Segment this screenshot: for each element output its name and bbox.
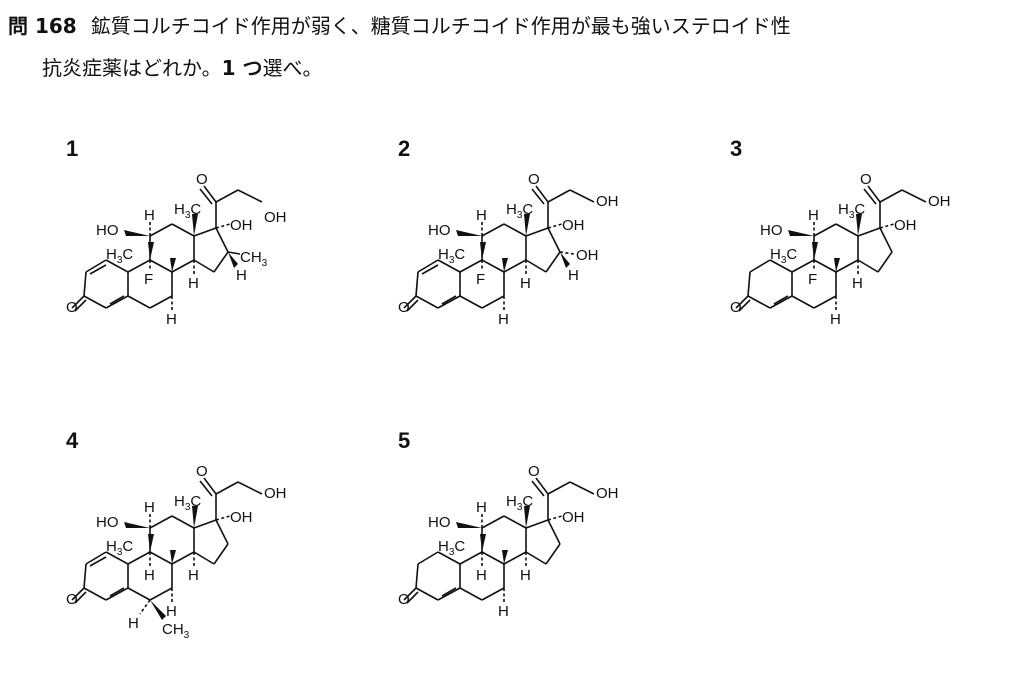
- svg-text:H: H: [808, 207, 819, 224]
- svg-text:H3C: H3C: [506, 201, 533, 221]
- svg-text:H: H: [166, 311, 177, 328]
- svg-text:H: H: [476, 499, 487, 516]
- choice-label: 3: [730, 136, 743, 161]
- svg-text:F: F: [808, 271, 817, 288]
- svg-text:H3C: H3C: [770, 246, 797, 266]
- svg-text:CH3: CH3: [162, 621, 190, 641]
- svg-text:HO: HO: [428, 514, 451, 531]
- svg-text:F: F: [144, 271, 153, 288]
- svg-text:H: H: [852, 275, 863, 292]
- svg-text:H: H: [498, 603, 509, 620]
- choice-2[interactable]: 2: [398, 136, 698, 376]
- svg-text:OH: OH: [562, 217, 585, 234]
- choice-label: 2: [398, 136, 411, 161]
- svg-text:OH: OH: [928, 193, 951, 210]
- svg-text:O: O: [398, 299, 410, 316]
- steroid-structure-3: O OH O OH HO H F H H H3C H3C: [730, 171, 951, 328]
- choice-3[interactable]: 3 O: [730, 136, 1024, 376]
- svg-text:O: O: [860, 171, 872, 188]
- question-text-2b: 1 つ: [221, 56, 263, 80]
- svg-text:H: H: [236, 267, 247, 284]
- svg-text:H: H: [830, 311, 841, 328]
- svg-text:H: H: [144, 499, 155, 516]
- steroid-structure-4: O OH O OH HO H H H H H CH3 H3C H3C: [66, 463, 287, 641]
- svg-text:H3C: H3C: [438, 538, 465, 558]
- svg-text:OH: OH: [894, 217, 917, 234]
- svg-text:OH: OH: [230, 217, 253, 234]
- question-line-1: 問 168 鉱質コルチコイド作用が弱く、糖質コルチコイド作用が最も強いステロイド性: [8, 10, 1008, 42]
- question-text-2c: 選べ。: [262, 56, 323, 80]
- svg-text:OH: OH: [576, 247, 599, 264]
- svg-text:O: O: [66, 591, 78, 608]
- svg-text:H: H: [128, 615, 139, 632]
- question-line-2: 抗炎症薬はどれか。1 つ選べ。: [42, 52, 323, 84]
- svg-text:H3C: H3C: [506, 493, 533, 513]
- choice-5[interactable]: 5 O: [398, 428, 698, 668]
- svg-text:HO: HO: [760, 222, 783, 239]
- svg-text:H3C: H3C: [174, 201, 201, 221]
- svg-text:H: H: [476, 207, 487, 224]
- svg-text:H: H: [520, 567, 531, 584]
- steroid-structure-2: O OH O OH OH HO H F H H H H3C H3C: [398, 171, 619, 328]
- svg-text:HO: HO: [96, 514, 119, 531]
- svg-text:OH: OH: [596, 193, 619, 210]
- svg-text:O: O: [730, 299, 742, 316]
- svg-text:O: O: [196, 171, 208, 188]
- svg-text:OH: OH: [264, 485, 287, 502]
- svg-text:H3C: H3C: [106, 246, 133, 266]
- choice-label: 1: [66, 136, 79, 161]
- svg-text:CH3: CH3: [240, 249, 268, 269]
- svg-text:H: H: [188, 275, 199, 292]
- svg-text:OH: OH: [596, 485, 619, 502]
- steroid-structure-1: O OH O OH HO H F H H H3C H3C CH3 H: [66, 171, 287, 328]
- double-bond-1-2: [89, 264, 107, 275]
- svg-text:F: F: [476, 271, 485, 288]
- svg-text:H: H: [568, 267, 579, 284]
- choice-label: 5: [398, 428, 411, 453]
- steroid-structure-5: O OH O OH HO H H H H H3C H3C: [398, 463, 619, 620]
- svg-text:OH: OH: [264, 209, 287, 226]
- svg-text:H: H: [144, 207, 155, 224]
- svg-text:OH: OH: [230, 509, 253, 526]
- choice-4[interactable]: 4: [66, 428, 366, 668]
- svg-text:H3C: H3C: [838, 201, 865, 221]
- svg-text:H3C: H3C: [174, 493, 201, 513]
- svg-text:H3C: H3C: [438, 246, 465, 266]
- svg-text:H: H: [498, 311, 509, 328]
- svg-text:H: H: [520, 275, 531, 292]
- svg-text:H3C: H3C: [106, 538, 133, 558]
- svg-text:H: H: [144, 567, 155, 584]
- svg-text:HO: HO: [96, 222, 119, 239]
- svg-text:H: H: [476, 567, 487, 584]
- choice-label: 4: [66, 428, 79, 453]
- choice-1[interactable]: 1: [66, 136, 366, 376]
- svg-text:O: O: [196, 463, 208, 480]
- question-text-1: 鉱質コルチコイド作用が弱く、糖質コルチコイド作用が最も強いステロイド性: [90, 14, 791, 38]
- svg-text:HO: HO: [428, 222, 451, 239]
- question-text-2a: 抗炎症薬はどれか。: [42, 56, 222, 80]
- svg-text:O: O: [528, 463, 540, 480]
- svg-text:O: O: [66, 299, 78, 316]
- question-number: 問 168: [8, 14, 77, 38]
- svg-text:H: H: [166, 603, 177, 620]
- svg-text:O: O: [398, 591, 410, 608]
- svg-text:H: H: [188, 567, 199, 584]
- svg-text:O: O: [528, 171, 540, 188]
- svg-text:OH: OH: [562, 509, 585, 526]
